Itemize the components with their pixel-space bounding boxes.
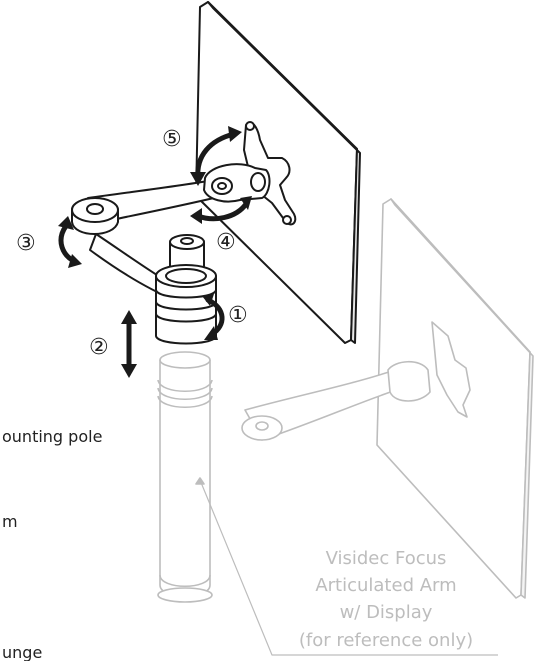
arrow-swivel-5-head-a — [228, 126, 242, 142]
reference-pole-top — [159, 351, 211, 369]
tilt-joint-screw — [217, 182, 227, 190]
reference-mount-plate — [431, 321, 471, 418]
reference-note-line-2: Articulated Arm — [315, 575, 456, 596]
label-flange: unge — [2, 643, 42, 661]
reference-arm-knuckle — [241, 415, 283, 441]
reference-assembly — [157, 198, 534, 656]
step-marker-5: ⑤ — [162, 127, 182, 152]
mount-hole-bottom — [282, 215, 292, 225]
arrow-collar-1-head-b — [204, 326, 218, 340]
reference-arm-pivot — [255, 421, 269, 431]
step-marker-2: ② — [89, 335, 109, 360]
step-marker-4: ④ — [216, 230, 236, 255]
label-arm: m — [2, 512, 18, 531]
mount-hole-top — [245, 121, 255, 131]
reference-pole — [159, 360, 211, 597]
reference-note-line-4: (for reference only) — [299, 630, 473, 651]
reference-flange — [157, 587, 213, 603]
step-marker-1: ① — [228, 303, 248, 328]
reference-pointer-line — [199, 479, 498, 656]
pole-stub-hole — [180, 237, 194, 245]
motion-arrows — [58, 126, 252, 378]
arrow-tilt-4-head-b — [240, 196, 252, 210]
arrow-collar-1-head-a — [202, 294, 214, 306]
arrow-arm-3-head-a — [58, 216, 74, 230]
arrow-arm-3-head-b — [68, 254, 82, 268]
arrow-tilt-4-head-a — [190, 208, 202, 224]
label-mounting-pole: ounting pole — [2, 427, 102, 446]
reference-note-line-1: Visidec Focus — [326, 548, 447, 569]
arrow-height-2-head-down — [121, 364, 137, 378]
reference-display-edge — [390, 198, 534, 599]
reference-pointer-arrowhead — [195, 477, 205, 485]
height-collar-opening — [165, 268, 207, 284]
arm-knuckle-pivot — [86, 203, 104, 215]
arrow-height-2-head-up — [121, 310, 137, 324]
reference-pole-base — [159, 574, 211, 587]
arrow-tilt-4 — [195, 201, 249, 222]
tilt-joint-knob — [250, 172, 266, 192]
reference-arm-joint — [387, 360, 431, 402]
display-panel-edge — [207, 1, 361, 344]
main-assembly — [71, 1, 361, 345]
step-marker-3: ③ — [16, 231, 36, 256]
arrow-swivel-5-head-b — [190, 172, 206, 186]
reference-note: Visidec Focus Articulated Arm w/ Display… — [299, 548, 473, 651]
reference-collar-rings — [157, 379, 213, 408]
reference-note-line-3: w/ Display — [340, 602, 433, 623]
